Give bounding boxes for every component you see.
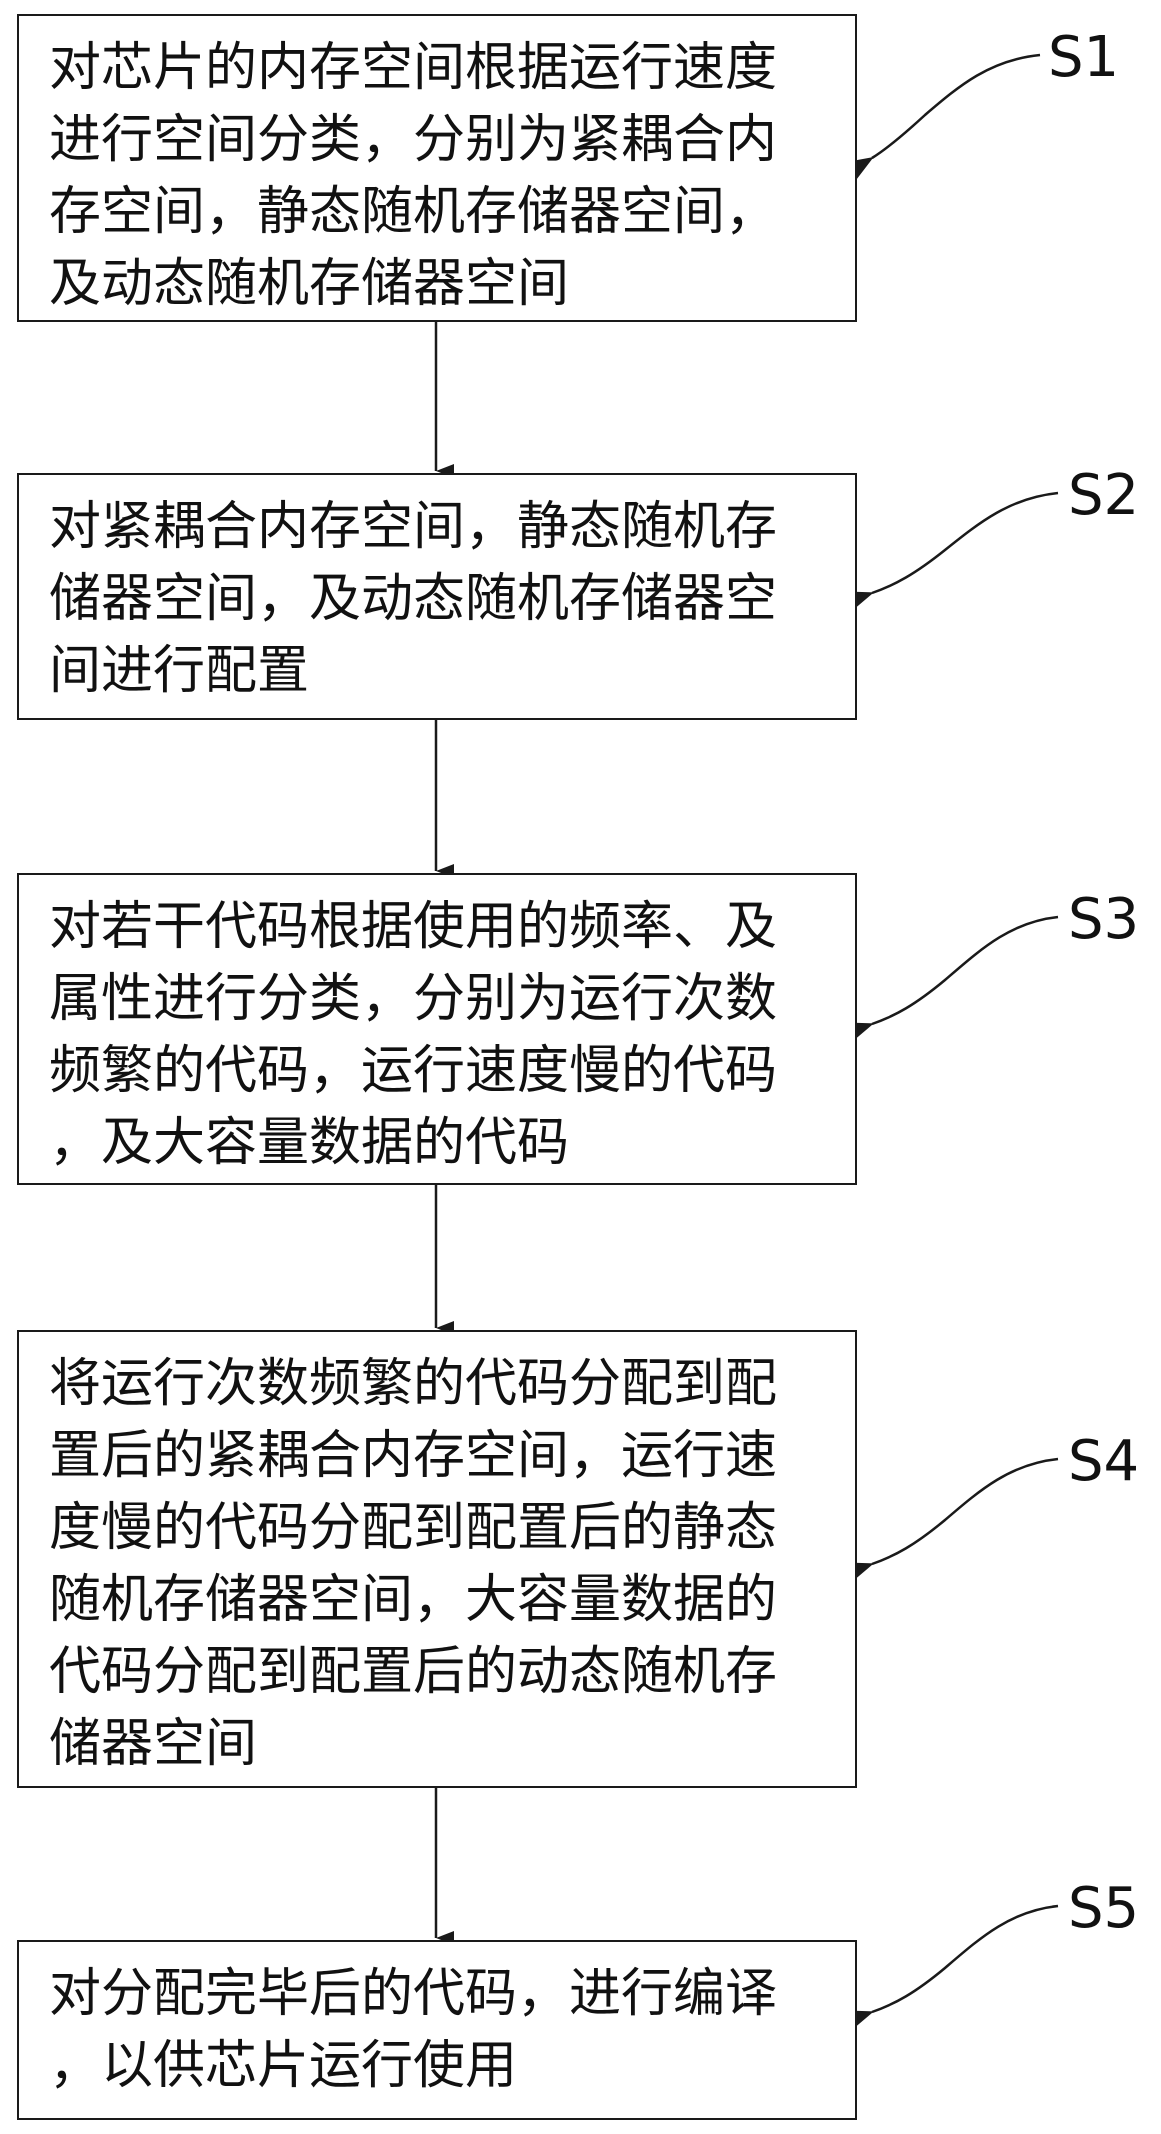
step-box-s1: 对芯片的内存空间根据运行速度 进行空间分类，分别为紧耦合内 存空间，静态随机存储… bbox=[17, 14, 857, 322]
step-label-s1: S1 bbox=[1048, 25, 1120, 90]
step-label-s2: S2 bbox=[1068, 463, 1140, 528]
step-text-s1: 对芯片的内存空间根据运行速度 进行空间分类，分别为紧耦合内 存空间，静态随机存储… bbox=[49, 38, 778, 314]
leader-line-s4 bbox=[846, 1457, 1059, 1582]
step-label-s5: S5 bbox=[1068, 1876, 1140, 1941]
leader-line-s3 bbox=[846, 915, 1059, 1042]
leader-line-s1 bbox=[846, 53, 1041, 180]
step-box-s3: 对若干代码根据使用的频率、及 属性进行分类，分别为运行次数 频繁的代码，运行速度… bbox=[17, 873, 857, 1185]
leader-line-s5 bbox=[846, 1904, 1059, 2030]
step-label-s4: S4 bbox=[1068, 1429, 1140, 1494]
step-text-s3: 对若干代码根据使用的频率、及 属性进行分类，分别为运行次数 频繁的代码，运行速度… bbox=[49, 897, 778, 1173]
step-box-s2: 对紧耦合内存空间，静态随机存 储器空间，及动态随机存储器空 间进行配置 bbox=[17, 473, 857, 720]
step-label-s3: S3 bbox=[1068, 887, 1140, 952]
step-text-s5: 对分配完毕后的代码，进行编译 ，以供芯片运行使用 bbox=[49, 1964, 778, 2096]
step-box-s4: 将运行次数频繁的代码分配到配 置后的紧耦合内存空间，运行速 度慢的代码分配到配置… bbox=[17, 1330, 857, 1788]
step-box-s5: 对分配完毕后的代码，进行编译 ，以供芯片运行使用 bbox=[17, 1940, 857, 2120]
step-text-s4: 将运行次数频繁的代码分配到配 置后的紧耦合内存空间，运行速 度慢的代码分配到配置… bbox=[49, 1354, 778, 1774]
step-text-s2: 对紧耦合内存空间，静态随机存 储器空间，及动态随机存储器空 间进行配置 bbox=[49, 497, 778, 701]
leader-line-s2 bbox=[846, 491, 1059, 611]
